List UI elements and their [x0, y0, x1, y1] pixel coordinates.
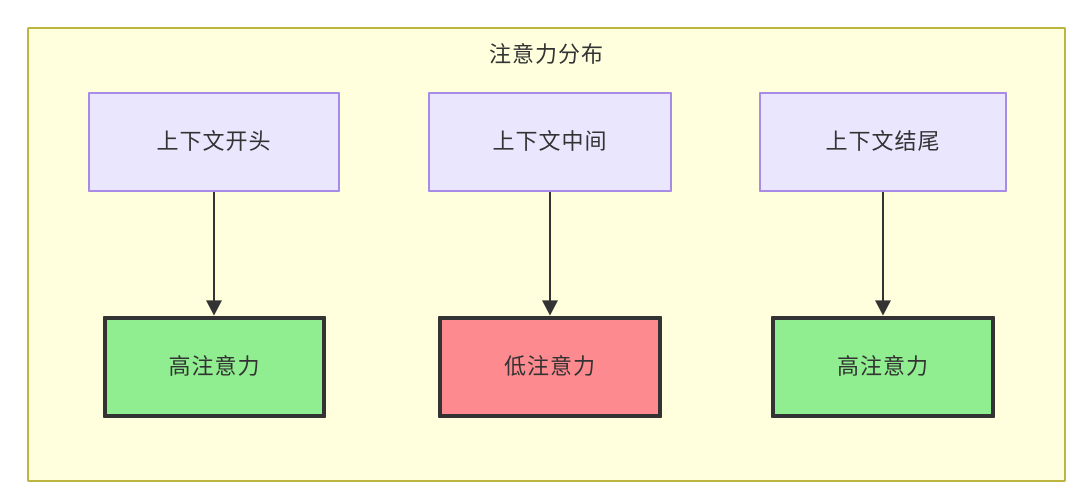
- node-high-attention-start[interactable]: 高注意力: [103, 316, 326, 418]
- node-context-middle[interactable]: 上下文中间: [428, 92, 672, 192]
- diagram-title: 注意力分布: [488, 42, 604, 67]
- node-context-start[interactable]: 上下文开头: [88, 92, 340, 192]
- node-high-attention-end[interactable]: 高注意力: [771, 316, 995, 418]
- node-context-end[interactable]: 上下文结尾: [759, 92, 1007, 192]
- node-low-attention-middle[interactable]: 低注意力: [438, 316, 662, 418]
